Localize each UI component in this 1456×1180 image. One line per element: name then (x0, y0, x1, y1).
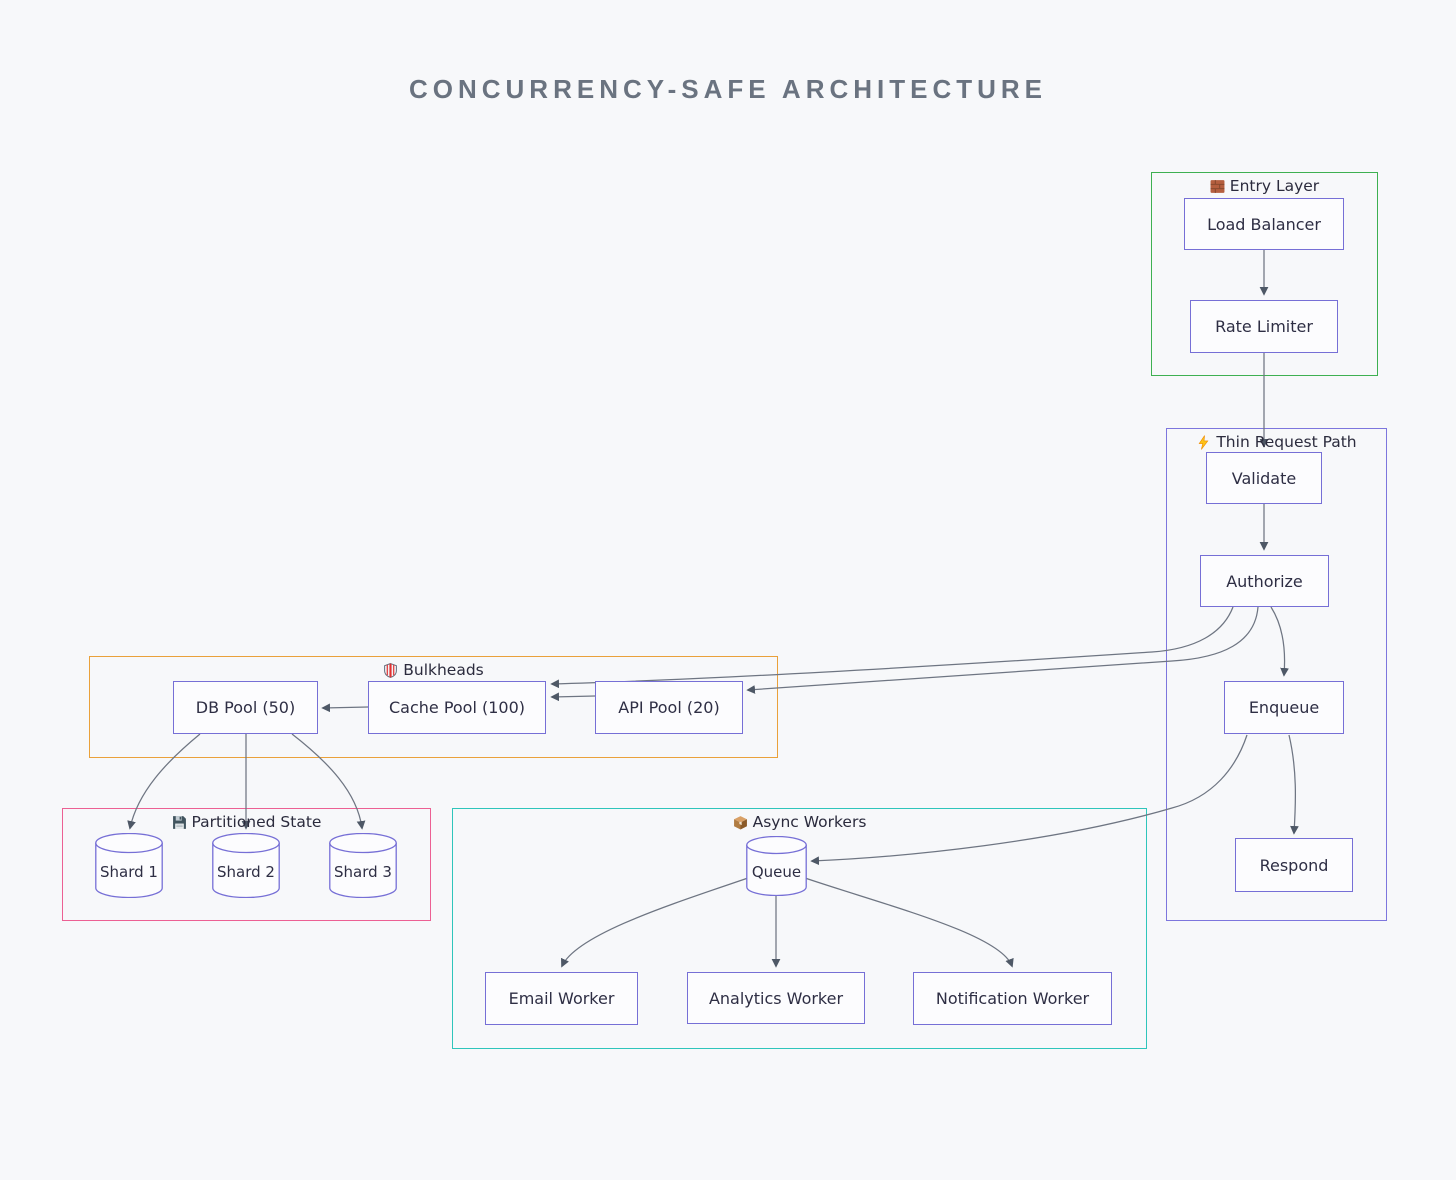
edge-authorize-to-api-pool (746, 606, 1259, 694)
node-cache-pool: Cache Pool (100) (368, 681, 546, 734)
node-analytics-worker: Analytics Worker (687, 972, 865, 1024)
edge-db-pool-to-shard-3 (291, 733, 366, 830)
brick-icon (1210, 179, 1225, 194)
edge-queue-to-notification-worker (804, 877, 1014, 968)
diagram-title: CONCURRENCY-SAFE ARCHITECTURE (408, 74, 1048, 104)
edge-api-pool-to-cache-pool (550, 692, 596, 702)
node-label: Shard 2 (217, 863, 275, 881)
node-notification-worker: Notification Worker (913, 972, 1112, 1025)
shield-icon (383, 662, 398, 678)
cluster-label-text: Entry Layer (1229, 177, 1320, 195)
cluster-label-text: Async Workers (752, 813, 867, 831)
edge-authorize-to-cache-pool (550, 606, 1234, 689)
cluster-label-text: Partitioned State (191, 813, 322, 831)
node-queue: Queue (746, 836, 807, 896)
node-label: Analytics Worker (708, 988, 844, 1008)
node-label: Respond (1259, 855, 1329, 875)
node-api-pool: API Pool (20) (595, 681, 743, 734)
node-label: Load Balancer (1207, 214, 1321, 234)
node-label: Queue (751, 863, 802, 881)
cylinder-shape (95, 833, 163, 898)
cluster-label-text: Bulkheads (403, 661, 484, 679)
node-label: Email Worker (508, 989, 615, 1008)
cylinder-shape (746, 836, 807, 896)
zap-icon (1196, 434, 1211, 450)
cluster-async-workers (452, 808, 1147, 1049)
node-rate-limiter: Rate Limiter (1190, 300, 1338, 353)
node-respond: Respond (1235, 838, 1353, 892)
cylinder-shape (212, 833, 280, 898)
floppy-icon (172, 815, 187, 830)
node-label: Notification Worker (935, 989, 1090, 1008)
node-shard-3: Shard 3 (329, 833, 397, 898)
node-shard-1: Shard 1 (95, 833, 163, 898)
node-label: Enqueue (1248, 698, 1320, 717)
cluster-thin-request-path (1166, 428, 1387, 921)
edge-db-pool-to-shard-1 (127, 733, 201, 830)
edge-cache-pool-to-db-pool (321, 703, 369, 713)
cluster-entry-layer-label: Entry Layer (1151, 177, 1378, 195)
node-email-worker: Email Worker (485, 972, 638, 1025)
cluster-bulkheads-label: Bulkheads (89, 661, 778, 679)
cluster-partitioned-state-label: Partitioned State (62, 813, 431, 831)
node-authorize: Authorize (1200, 555, 1329, 607)
node-load-balancer: Load Balancer (1184, 198, 1344, 250)
node-label: Validate (1231, 468, 1297, 488)
cluster-bulkheads (89, 656, 778, 758)
node-shard-2: Shard 2 (212, 833, 280, 898)
node-label: Shard 3 (334, 863, 392, 881)
node-label: Shard 1 (100, 863, 158, 881)
cluster-async-workers-label: Async Workers (452, 813, 1147, 831)
node-label: DB Pool (50) (195, 698, 296, 717)
node-label: API Pool (20) (618, 698, 720, 717)
edge-enqueue-to-respond (1288, 734, 1299, 835)
node-validate: Validate (1206, 452, 1322, 504)
cylinder-shape (329, 833, 397, 898)
node-label: Rate Limiter (1215, 317, 1313, 336)
node-label: Cache Pool (100) (388, 698, 526, 717)
edge-authorize-to-enqueue (1270, 606, 1289, 677)
cluster-label-text: Thin Request Path (1216, 433, 1357, 451)
package-icon (733, 815, 748, 830)
edge-enqueue-to-queue (810, 734, 1248, 866)
node-db-pool: DB Pool (50) (173, 681, 318, 734)
node-label: Authorize (1226, 571, 1303, 591)
cluster-thin-request-path-label: Thin Request Path (1166, 433, 1387, 451)
edge-queue-to-email-worker (561, 877, 749, 968)
node-enqueue: Enqueue (1224, 681, 1344, 734)
